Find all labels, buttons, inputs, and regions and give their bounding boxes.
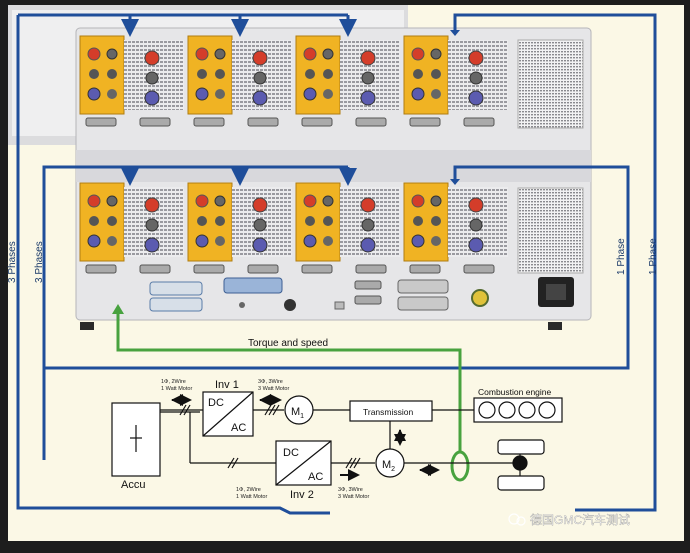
label-1-phase-inner: 1 Phase — [616, 238, 627, 275]
wheel-top — [497, 439, 545, 455]
module-3 — [295, 35, 400, 127]
module-1 — [79, 35, 184, 127]
module-3 — [295, 182, 400, 274]
measurement-modules-top — [79, 35, 508, 127]
torque-speed-line — [116, 312, 462, 452]
inverter-1-ac: AC — [231, 422, 246, 434]
inv1-out-note-1: 3Φ, 3Wire — [258, 379, 283, 385]
motor-2-label: M2 — [382, 459, 395, 473]
transmission-label: Transmission — [363, 407, 413, 417]
watermark-text: 德国GMC汽车测试 — [530, 512, 630, 527]
vent-grill-top — [517, 39, 584, 129]
inverter-2-ac: AC — [308, 471, 323, 483]
module-4 — [403, 35, 508, 127]
inv2-out-note-1: 3Φ, 3Wire — [338, 487, 363, 493]
transmission-box — [349, 400, 433, 422]
module-4 — [403, 182, 508, 274]
drivetrain-schematic — [111, 391, 563, 491]
inv1-out-note-2: 3 Watt Motor — [258, 386, 289, 392]
label-3-phases-outer: 3 Phases — [7, 241, 18, 283]
accu-box — [111, 402, 161, 477]
torque-sensor-ring — [450, 450, 470, 482]
module-1 — [79, 182, 184, 274]
label-torque-speed: Torque and speed — [248, 338, 328, 349]
inv2-out-note-2: 3 Watt Motor — [338, 494, 369, 500]
measurement-modules-bottom — [79, 182, 508, 274]
connector-strip — [149, 277, 574, 312]
inverter-1-dc: DC — [208, 397, 224, 409]
inverter-2-dc: DC — [283, 447, 299, 459]
combustion-engine-label: Combustion engine — [478, 387, 552, 397]
module-2 — [187, 182, 292, 274]
inverter-1-label: Inv 1 — [215, 379, 239, 391]
accu-label: Accu — [121, 479, 145, 491]
inverter-2-label: Inv 2 — [290, 489, 314, 501]
inv2-in-note-1: 1Φ, 2Wire — [236, 487, 261, 493]
label-3-phases-inner: 3 Phases — [34, 241, 45, 283]
inv1-in-note-1: 1Φ, 2Wire — [161, 379, 186, 385]
flow-arrows — [171, 394, 440, 481]
watermark: 德国GMC汽车测试 — [508, 512, 630, 527]
wheel-bottom — [497, 475, 545, 491]
inv1-in-note-2: 1 Watt Motor — [161, 386, 192, 392]
inv2-in-note-2: 1 Watt Motor — [236, 494, 267, 500]
label-1-phase-outer: 1 Phase — [648, 238, 659, 275]
blue-phase-wiring — [16, 13, 657, 515]
module-2 — [187, 35, 292, 127]
vent-grill-bottom — [517, 187, 584, 274]
motor-1-label: M1 — [291, 406, 304, 420]
